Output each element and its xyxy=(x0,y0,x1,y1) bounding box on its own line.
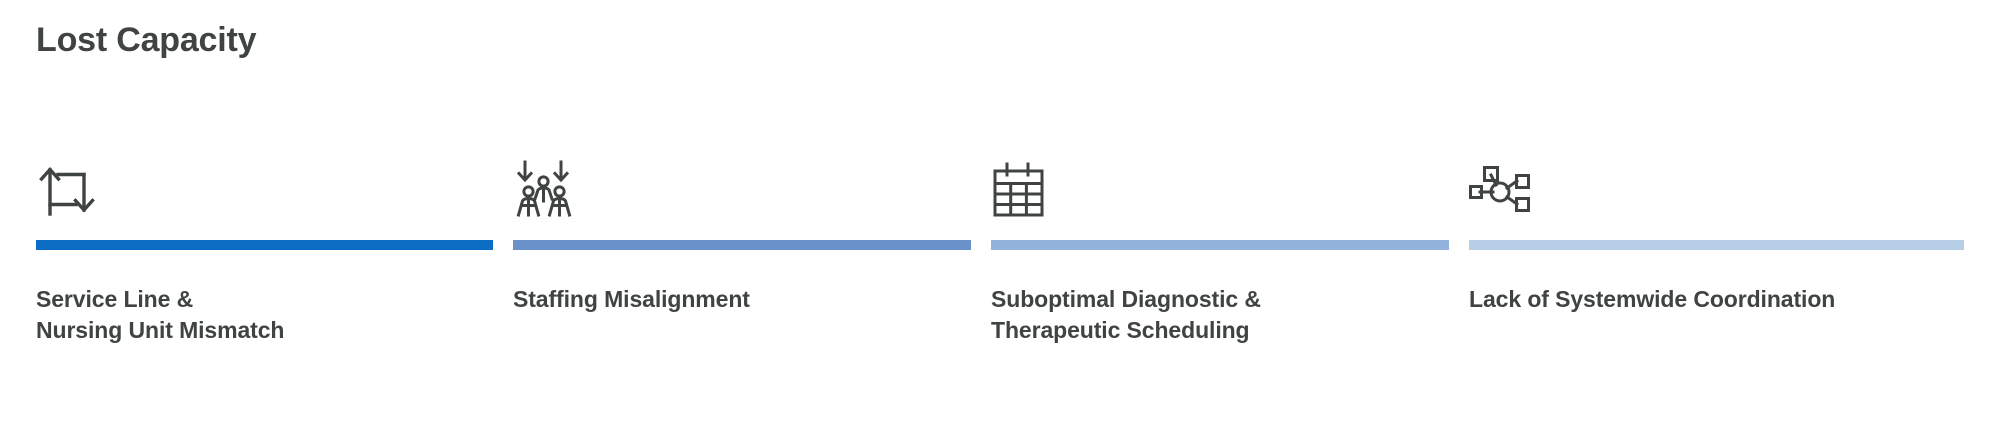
capacity-bar xyxy=(991,240,1449,250)
page-title: Lost Capacity xyxy=(36,21,257,59)
capacity-driver-label: Staffing Misalignment xyxy=(513,284,971,315)
capacity-driver-column[interactable]: Lack of Systemwide Coordination xyxy=(1469,122,1964,315)
capacity-driver-column[interactable]: Service Line & Nursing Unit Mismatch xyxy=(36,122,513,346)
capacity-driver-column[interactable]: Staffing Misalignment xyxy=(513,122,991,315)
capacity-bar xyxy=(36,240,493,250)
capacity-driver-columns: Service Line & Nursing Unit Mismatch xyxy=(36,122,1964,346)
label-line-1: Service Line & xyxy=(36,286,194,312)
label-line-1: Staffing Misalignment xyxy=(513,286,750,312)
label-line-2: Therapeutic Scheduling xyxy=(991,317,1250,343)
label-line-1: Suboptimal Diagnostic & xyxy=(991,286,1261,312)
swap-cycle-icon xyxy=(36,122,493,218)
capacity-driver-label: Lack of Systemwide Coordination xyxy=(1469,284,1964,315)
capacity-driver-label: Suboptimal Diagnostic & Therapeutic Sche… xyxy=(991,284,1449,346)
staffing-people-down-arrows-icon xyxy=(513,122,971,218)
label-line-1: Lack of Systemwide Coordination xyxy=(1469,286,1836,312)
capacity-driver-label: Service Line & Nursing Unit Mismatch xyxy=(36,284,493,346)
capacity-bar xyxy=(513,240,971,250)
label-line-2: Nursing Unit Mismatch xyxy=(36,317,285,343)
calendar-grid-icon xyxy=(991,122,1449,218)
network-hub-icon xyxy=(1469,122,1964,218)
capacity-driver-column[interactable]: Suboptimal Diagnostic & Therapeutic Sche… xyxy=(991,122,1469,346)
capacity-bar xyxy=(1469,240,1964,250)
